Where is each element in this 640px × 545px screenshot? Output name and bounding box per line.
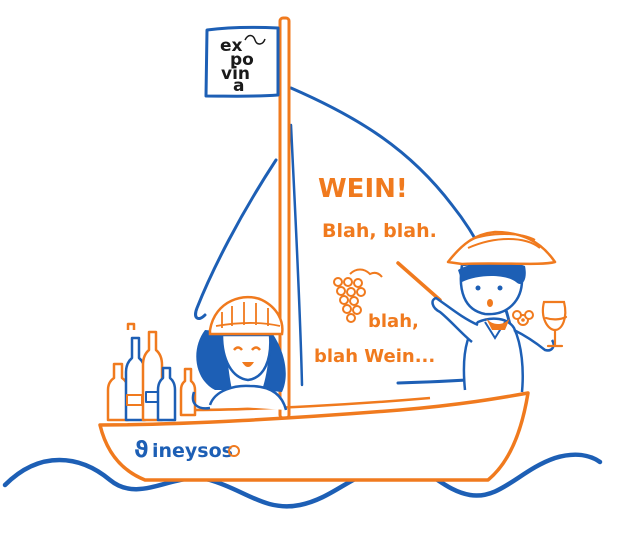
sail-text-blah-wein: blah Wein... bbox=[314, 346, 435, 367]
flag-logo-line-2: po bbox=[230, 50, 254, 70]
flag: ex po vin a bbox=[204, 25, 280, 98]
man-eye bbox=[475, 285, 481, 291]
wine-bottle-icon bbox=[179, 367, 197, 417]
flower-icon bbox=[512, 310, 534, 326]
wave-line bbox=[2, 452, 603, 509]
man-body bbox=[462, 317, 524, 393]
hull-line bbox=[187, 396, 431, 412]
girl-mouth bbox=[242, 362, 254, 367]
man-arm-left bbox=[431, 296, 479, 343]
girl-face bbox=[220, 333, 272, 382]
wine-bottle-icon bbox=[126, 322, 136, 330]
girl-eye bbox=[233, 346, 243, 351]
man-scarf bbox=[486, 318, 510, 330]
jib-sail bbox=[194, 158, 278, 320]
man-character bbox=[396, 230, 568, 393]
wine-glass-icon bbox=[541, 300, 568, 348]
sail-text-blah: blah, bbox=[368, 311, 419, 332]
flag-logo-line-1: ex bbox=[220, 36, 243, 56]
man-hair bbox=[458, 261, 526, 285]
girl-eye bbox=[251, 346, 261, 351]
girl-body bbox=[208, 384, 288, 411]
wine-bottles bbox=[106, 322, 197, 422]
flag-logo-line-3: vin bbox=[221, 64, 250, 84]
boat-hull bbox=[98, 391, 530, 482]
man-mouth bbox=[487, 299, 493, 307]
sail-text-blah-blah: Blah, blah. bbox=[322, 220, 437, 242]
wine-bottle-icon bbox=[156, 366, 177, 422]
brand-grape-dot bbox=[228, 445, 240, 457]
girl-beanie bbox=[208, 295, 284, 336]
main-sail-inner bbox=[289, 123, 304, 387]
girl-hair bbox=[262, 330, 286, 392]
girl-character bbox=[191, 295, 288, 411]
man-eye bbox=[497, 285, 503, 291]
brand-logo-text: ineysos bbox=[152, 440, 233, 462]
brand-logo-prefix: ϑ bbox=[134, 438, 149, 463]
sail-text-wein: WEIN! bbox=[318, 174, 408, 204]
girl-arm bbox=[191, 391, 211, 410]
flag-logo-line-4: a bbox=[233, 76, 244, 96]
flag-logo-flourish bbox=[244, 34, 266, 45]
pointer-stick-icon bbox=[396, 261, 442, 302]
grapes-icon bbox=[333, 268, 383, 323]
